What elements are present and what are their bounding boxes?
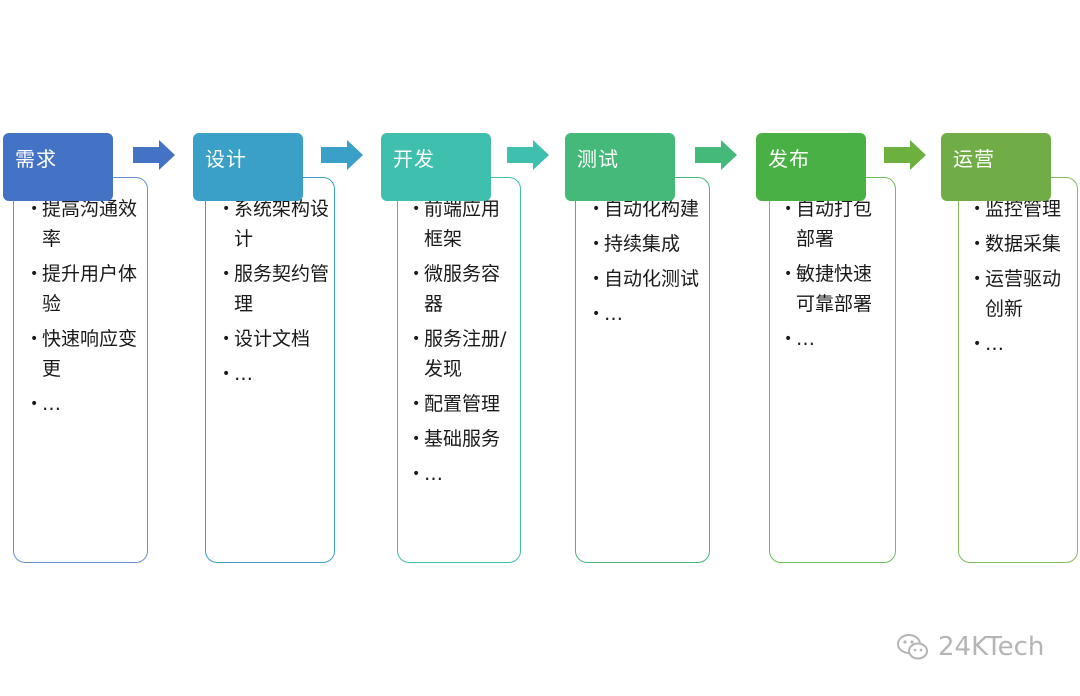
stage-card-3: 前端应用框架 微服务容器 服务注册/发现 配置管理 基础服务 … (397, 177, 521, 563)
stage-title: 发布 (768, 147, 810, 171)
list-item: 运营驱动创新 (973, 264, 1077, 324)
list-item: … (222, 359, 330, 389)
list-item: 敏捷快速可靠部署 (784, 259, 889, 319)
stage-card-6: 监控管理 数据采集 运营驱动创新 … (958, 177, 1078, 563)
list-item: … (784, 324, 889, 354)
list-item: … (592, 299, 702, 329)
list-item: … (412, 459, 516, 489)
stage-card-1: 提高沟通效率 提升用户体验 快速响应变更 … (13, 177, 148, 563)
list-item: 提升用户体验 (30, 259, 140, 319)
stage-card-2: 系统架构设计 服务契约管理 设计文档 … (205, 177, 335, 563)
list-item: 服务契约管理 (222, 259, 330, 319)
stage-title: 开发 (393, 147, 435, 171)
stage-title: 测试 (577, 147, 619, 171)
list-item: 系统架构设计 (222, 194, 330, 254)
stage-3-items: 前端应用框架 微服务容器 服务注册/发现 配置管理 基础服务 … (412, 194, 516, 494)
stage-card-4: 自动化构建 持续集成 自动化测试 … (575, 177, 710, 563)
list-item: 持续集成 (592, 229, 702, 259)
list-item: 自动化测试 (592, 264, 702, 294)
wechat-icon (897, 634, 928, 660)
list-item: … (30, 389, 140, 419)
stage-5-items: 自动打包部署 敏捷快速可靠部署 … (784, 194, 889, 359)
list-item: … (973, 329, 1077, 359)
list-item: 设计文档 (222, 324, 330, 354)
list-item: 快速响应变更 (30, 324, 140, 384)
arrow-right-icon-1 (133, 140, 175, 170)
arrow-right-icon-3 (507, 140, 549, 170)
stage-4-items: 自动化构建 持续集成 自动化测试 … (592, 194, 702, 334)
list-item: 自动化构建 (592, 194, 702, 224)
stage-title: 需求 (15, 147, 57, 171)
stage-header-3: 开发 (381, 133, 491, 201)
arrow-right-icon-4 (695, 140, 737, 170)
list-item: 数据采集 (973, 229, 1077, 259)
stage-header-1: 需求 (3, 133, 113, 201)
list-item: 配置管理 (412, 389, 516, 419)
stage-title: 设计 (205, 147, 247, 171)
stage-header-5: 发布 (756, 133, 866, 201)
stage-6-items: 监控管理 数据采集 运营驱动创新 … (973, 194, 1077, 364)
stage-card-5: 自动打包部署 敏捷快速可靠部署 … (769, 177, 896, 563)
watermark-text: 24KTech (938, 632, 1045, 662)
stage-2-items: 系统架构设计 服务契约管理 设计文档 … (222, 194, 330, 394)
stage-title: 运营 (953, 147, 995, 171)
stage-1-items: 提高沟通效率 提升用户体验 快速响应变更 … (30, 194, 140, 424)
list-item: 微服务容器 (412, 259, 516, 319)
watermark: 24KTech (896, 632, 1044, 662)
arrow-right-icon-5 (884, 140, 926, 170)
list-item: 服务注册/发现 (412, 324, 516, 384)
stage-header-4: 测试 (565, 133, 675, 201)
arrow-right-icon-2 (321, 140, 363, 170)
list-item: 基础服务 (412, 424, 516, 454)
list-item: 前端应用框架 (412, 194, 516, 254)
stage-header-6: 运营 (941, 133, 1051, 201)
list-item: 自动打包部署 (784, 194, 889, 254)
list-item: 提高沟通效率 (30, 194, 140, 254)
list-item: 监控管理 (973, 194, 1077, 224)
stage-header-2: 设计 (193, 133, 303, 201)
